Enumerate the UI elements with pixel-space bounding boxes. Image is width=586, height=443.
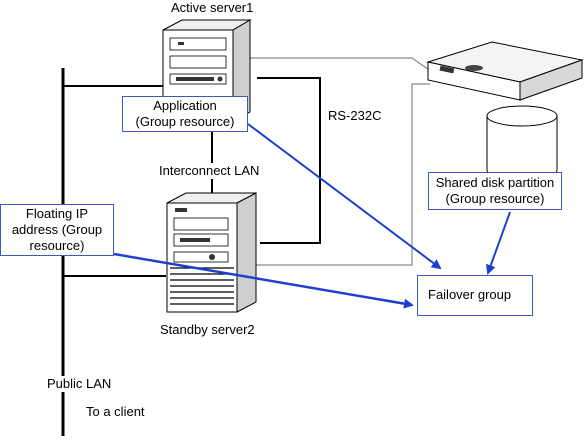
- application-box-line2: (Group resource): [135, 114, 235, 129]
- failover-group-box: Failover group: [417, 275, 533, 316]
- disk-link-server2: [255, 83, 430, 266]
- shared-disk-box: Shared disk partition (Group resource): [428, 172, 562, 210]
- disk-partition-icon: [486, 105, 558, 181]
- active-server-label: Active server1: [171, 0, 254, 15]
- arrow-disk-to-failover: [486, 211, 511, 275]
- shared-disk-box-line1: Shared disk partition: [435, 175, 555, 190]
- floating-ip-box-line3: resource): [29, 238, 85, 253]
- public-lan-label: Public LAN: [46, 376, 113, 392]
- floating-ip-box: Floating IP address (Group resource): [0, 204, 114, 256]
- rs232c-line: [257, 77, 321, 244]
- shared-disk-enclosure-icon: [426, 41, 584, 101]
- disk-link-server1: [250, 57, 433, 73]
- shared-disk-box-line2: (Group resource): [445, 191, 545, 206]
- floating-ip-box-line2: address (Group: [11, 222, 103, 237]
- arrow-floating-ip-to-failover: [113, 252, 414, 309]
- rs232c-label: RS-232C: [328, 108, 382, 123]
- failover-group-box-line1: Failover group: [428, 287, 512, 302]
- arrow-application-to-failover: [247, 123, 442, 270]
- interconnect-lan-label: Interconnect LAN: [158, 163, 261, 179]
- to-client-label: To a client: [86, 404, 145, 419]
- application-box: Application (Group resource): [122, 96, 248, 132]
- application-box-line1: Application: [153, 98, 217, 113]
- standby-server-icon: [166, 192, 257, 313]
- standby-server-label: Standby server2: [160, 322, 255, 337]
- floating-ip-box-line1: Floating IP: [25, 206, 89, 221]
